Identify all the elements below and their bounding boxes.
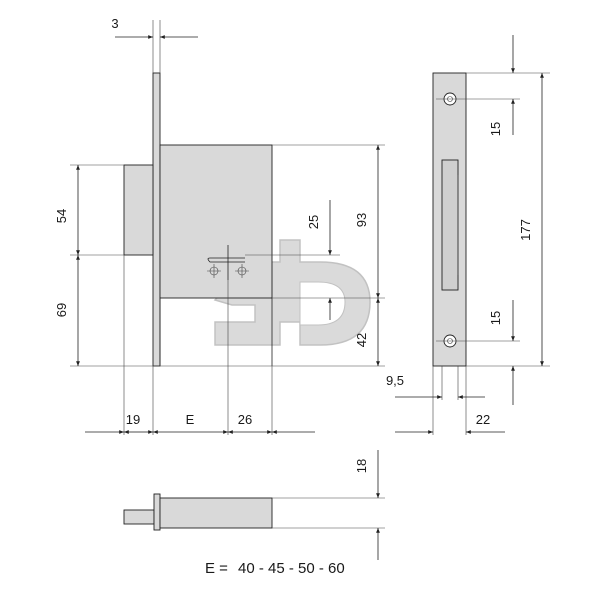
dim-bolt-offset: 25 [306,215,321,229]
dim-lower-height: 69 [54,303,69,317]
dim-strike-offset: 9,5 [386,373,404,388]
dim-backset-right: 26 [238,412,252,427]
formula-prefix: E = [205,560,228,577]
dim-faceplate-thickness: 3 [111,16,118,31]
faceplate [152,72,161,367]
bolt-section-case [159,497,273,529]
lock-case [159,144,273,299]
dim-upper-height: 54 [54,209,69,223]
formula-values: 40 - 45 - 50 - 60 [238,560,345,577]
dim-backset-e: E [186,412,195,427]
latch-block [123,164,154,256]
bolt-section-tongue [123,509,155,525]
bolt-section-plate [153,493,161,531]
strike-slot [441,159,459,291]
keyhole [207,245,245,280]
dim-strike-width: 22 [476,412,490,427]
dim-strike-bottom: 15 [488,311,503,325]
dim-strike-height: 177 [518,219,533,241]
dim-backset-left: 19 [126,412,140,427]
case-outline [159,298,273,366]
dim-lower-offset: 42 [354,333,369,347]
dim-bolt-throw: 18 [354,459,369,473]
dim-case-height: 93 [354,213,369,227]
dim-strike-top: 15 [488,122,503,136]
